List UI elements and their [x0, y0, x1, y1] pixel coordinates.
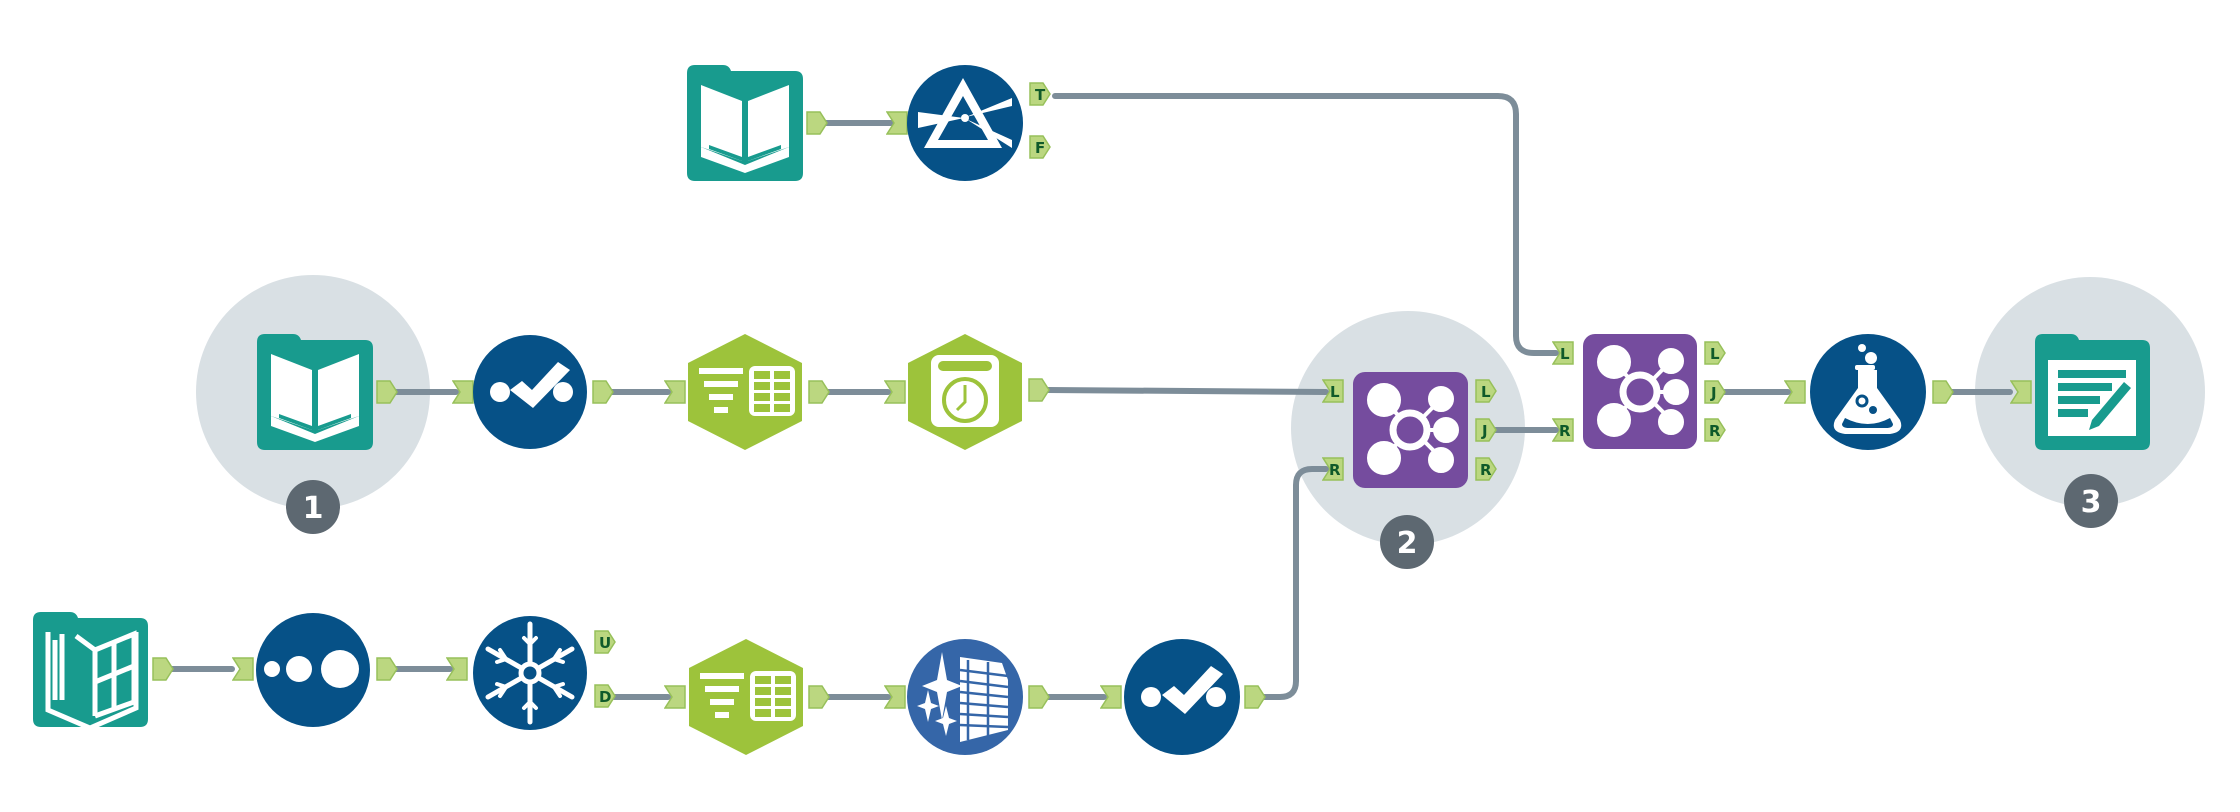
tool-datetime[interactable] — [908, 334, 1022, 450]
tool-data-cleansing[interactable] — [907, 639, 1023, 755]
tool-output[interactable] — [2035, 334, 2150, 450]
summarize-table-icon — [700, 671, 796, 721]
anchor-out-formula[interactable] — [1932, 380, 1954, 404]
svg-text:R: R — [1329, 461, 1341, 479]
svg-text:T: T — [1035, 86, 1046, 104]
tool-select-mid[interactable] — [473, 335, 587, 449]
svg-text:L: L — [1710, 345, 1720, 363]
anchor-join-2-right[interactable]: R — [1552, 418, 1574, 442]
svg-text:2: 2 — [1397, 526, 1418, 561]
tool-summarize-mid[interactable] — [688, 334, 802, 450]
flask-icon — [1833, 344, 1902, 434]
tool-unique[interactable] — [473, 616, 587, 730]
connection-select-to-join-1-right[interactable] — [1261, 466, 1329, 700]
tool-record-id[interactable] — [256, 613, 370, 727]
connections — [169, 93, 2013, 700]
svg-text:1: 1 — [303, 491, 324, 526]
prism-icon — [918, 78, 1012, 148]
summarize-table-icon — [699, 366, 795, 416]
anchor-join-2-out-join[interactable]: J — [1704, 380, 1726, 404]
tool-join-1[interactable] — [1353, 372, 1468, 488]
svg-text:F: F — [1035, 139, 1045, 157]
step-badge-3: 3 — [2064, 474, 2118, 528]
tool-select-bottom[interactable] — [1124, 639, 1240, 755]
step-badge-2: 2 — [1380, 515, 1434, 569]
tool-input-bottom[interactable] — [33, 612, 148, 731]
anchor-filter-true[interactable]: T — [1029, 82, 1051, 106]
svg-text:J: J — [1481, 422, 1488, 440]
svg-text:J: J — [1710, 384, 1717, 402]
anchor-out-record-id[interactable] — [376, 657, 398, 681]
sparkle-table-icon — [917, 652, 1009, 742]
check-dots-icon — [490, 362, 573, 408]
tool-input-mid[interactable] — [257, 334, 373, 450]
anchor-join-2-out-left[interactable]: L — [1704, 341, 1726, 365]
anchor-out-data-cleansing[interactable] — [1028, 685, 1050, 709]
svg-text:L: L — [1560, 345, 1570, 363]
anchor-out-select-bottom[interactable] — [1244, 685, 1266, 709]
book-grid-icon — [45, 630, 139, 731]
svg-text:D: D — [599, 688, 611, 706]
report-pencil-icon — [2048, 360, 2136, 436]
anchor-duplicate-out[interactable]: D — [594, 684, 616, 708]
svg-text:3: 3 — [2081, 485, 2102, 520]
svg-text:L: L — [1330, 383, 1340, 401]
anchor-join-1-out-left[interactable]: L — [1475, 379, 1497, 403]
step-badge-1: 1 — [286, 480, 340, 534]
svg-text:L: L — [1481, 383, 1491, 401]
svg-text:R: R — [1709, 422, 1721, 440]
connection-datetime-to-join-1-left[interactable] — [1045, 387, 1329, 395]
tool-summarize-bottom[interactable] — [689, 639, 803, 755]
check-dots-icon — [1141, 666, 1226, 714]
tool-formula[interactable] — [1810, 334, 1926, 450]
tool-join-2[interactable] — [1583, 334, 1697, 449]
anchor-out-input-bottom[interactable] — [152, 657, 174, 681]
anchor-unique-out[interactable]: U — [594, 630, 616, 654]
join-network-icon — [1367, 383, 1459, 475]
anchor-out-summarize-bottom[interactable] — [808, 685, 830, 709]
svg-text:R: R — [1480, 461, 1492, 479]
anchor-join-1-right[interactable]: R — [1322, 457, 1344, 481]
svg-text:U: U — [599, 634, 611, 652]
book-icon — [687, 65, 803, 181]
anchor-join-2-out-right[interactable]: R — [1704, 418, 1726, 442]
book-icon — [257, 334, 373, 450]
anchor-filter-false[interactable]: F — [1029, 135, 1051, 159]
anchor-out-input-top[interactable] — [806, 111, 828, 135]
anchor-out-select-mid[interactable] — [592, 380, 614, 404]
tool-input-top[interactable] — [687, 65, 803, 181]
anchor-in-record-id[interactable] — [232, 657, 254, 681]
connection-filter-true-to-join-2-left[interactable] — [1052, 93, 1559, 356]
anchor-join-1-out-right[interactable]: R — [1475, 457, 1497, 481]
svg-text:R: R — [1559, 422, 1571, 440]
anchor-join-1-left[interactable]: L — [1322, 379, 1344, 403]
anchor-out-summarize-mid[interactable] — [808, 380, 830, 404]
snowflake-icon — [485, 621, 575, 725]
tool-filter[interactable] — [907, 65, 1023, 181]
calendar-clock-icon — [931, 355, 999, 427]
dots-growing-icon — [264, 650, 359, 688]
anchor-out-datetime[interactable] — [1028, 378, 1050, 402]
anchor-join-1-out-join[interactable]: J — [1475, 418, 1497, 442]
anchor-join-2-left[interactable]: L — [1552, 341, 1574, 365]
join-network-icon — [1597, 345, 1689, 437]
